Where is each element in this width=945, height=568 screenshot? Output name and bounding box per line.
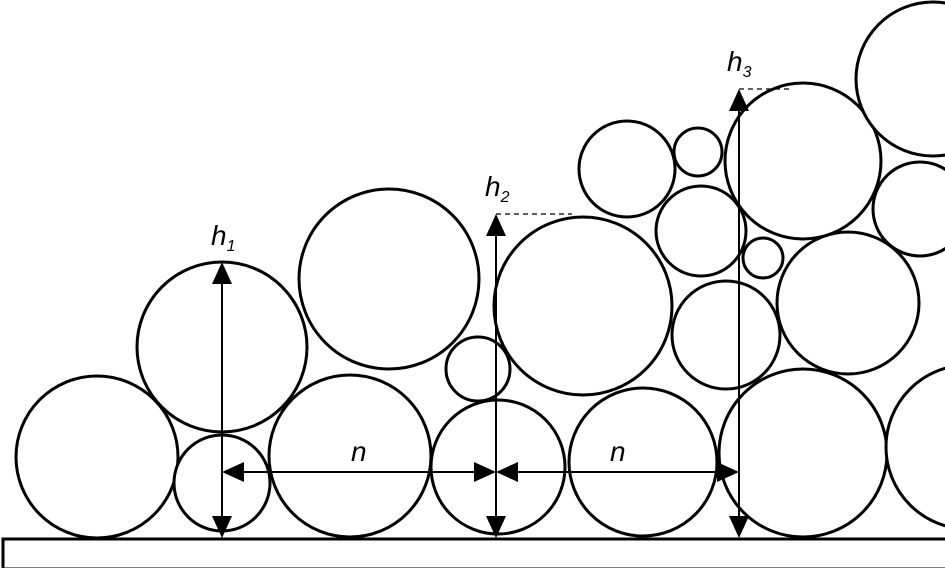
h3-arrow-up xyxy=(729,89,749,111)
h3-arrow-down xyxy=(729,516,749,538)
particle xyxy=(672,126,724,178)
particle xyxy=(723,81,883,241)
n-right-label: n xyxy=(610,436,626,467)
n-left-arrow-left xyxy=(222,462,244,482)
particle xyxy=(577,119,677,219)
h3-label: h3 xyxy=(727,46,752,81)
substrate-base xyxy=(1,537,945,568)
particle xyxy=(741,236,785,280)
h2-arrow-up xyxy=(486,214,506,236)
h1-arrow-down xyxy=(212,516,232,538)
n-right-arrow-left xyxy=(496,462,518,482)
particle xyxy=(567,386,719,538)
h2-label: h2 xyxy=(485,171,510,206)
h1-label: h1 xyxy=(211,220,235,255)
particle xyxy=(884,366,945,528)
particle xyxy=(429,398,567,536)
particle xyxy=(492,215,674,397)
particle xyxy=(854,0,945,158)
h1-arrow-up xyxy=(212,262,232,284)
particle xyxy=(654,184,748,278)
particle xyxy=(775,230,921,376)
particle xyxy=(670,279,782,391)
particle xyxy=(14,374,180,540)
h2-arrow-down xyxy=(486,516,506,538)
particle xyxy=(717,367,889,539)
particle xyxy=(297,187,481,371)
particle xyxy=(444,335,512,403)
particle xyxy=(871,160,945,258)
particle xyxy=(267,373,433,539)
n-right-arrow-right xyxy=(717,462,739,482)
n-left-label: n xyxy=(351,436,367,467)
n-left-arrow-right xyxy=(474,462,496,482)
